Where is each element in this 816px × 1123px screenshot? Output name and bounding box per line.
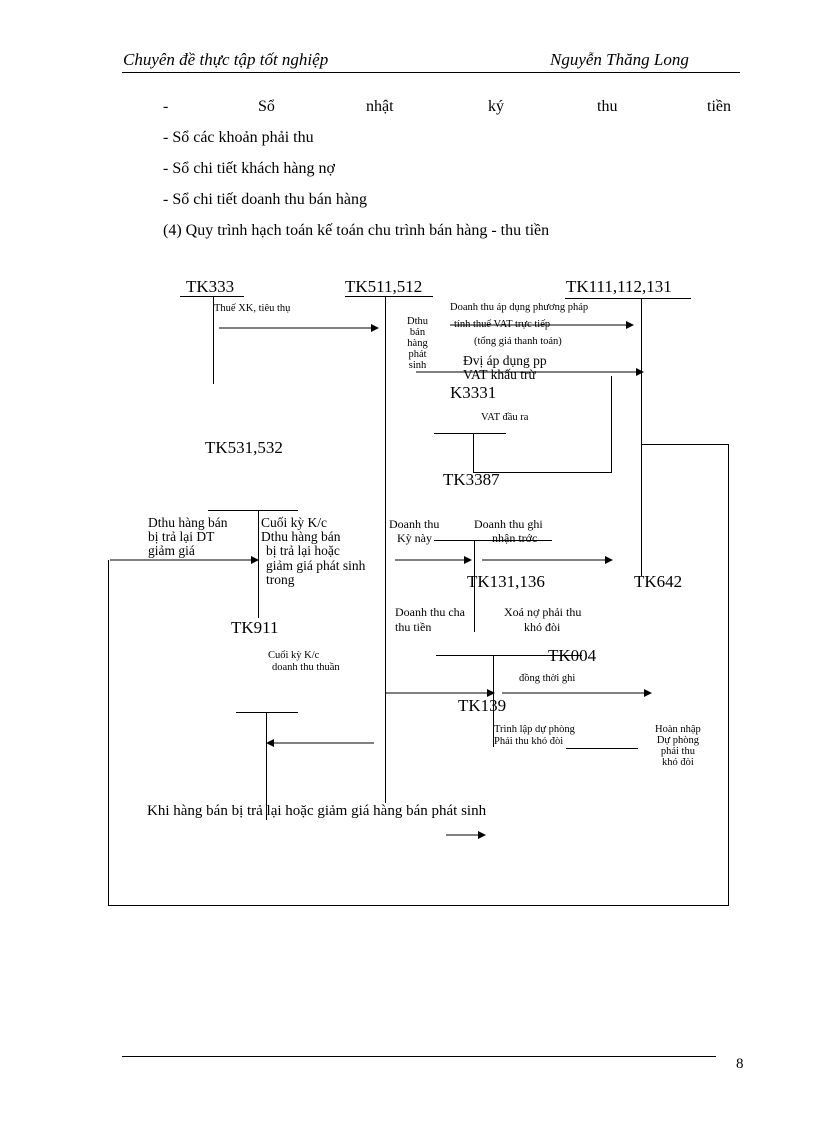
connector-line [108, 560, 109, 906]
label-line: Dự phòng [656, 735, 699, 747]
tk911-line [236, 712, 298, 713]
account-tk3387: TK3387 [443, 470, 500, 489]
label-line: Cuối kỳ K/c [261, 515, 327, 530]
header-author: Nguyễn Thăng Long [550, 50, 689, 69]
label-hoan-nhap: Hoàn nhập Dự phòng phải thu khó đòi [655, 724, 701, 768]
label-dthu-ban-hang: Dthu bán hàng phát sinh [407, 316, 428, 371]
account-tk139: TK139 [458, 696, 507, 715]
header-title: Chuyên đề thực tập tốt nghiệp [123, 50, 329, 69]
label-dt-chua: Doanh thu cha [395, 605, 465, 619]
label-line: Dthu hàng bán [261, 529, 341, 545]
label-cuoi-ky-kc: Cuối kỳ K/c Dthu hàng bán bị trả lại hoặ… [261, 515, 366, 587]
label-thue-xk: Thuế XK, tiêu thụ [214, 303, 291, 314]
account-tk911: TK911 [231, 618, 279, 637]
label-line: sinh [408, 360, 427, 372]
connector-line [611, 376, 612, 473]
tk3387-line [473, 433, 474, 473]
label-xoa-no: khó đòi [524, 620, 561, 634]
tk111-line [641, 298, 642, 576]
label-dthu-bi-tra: Dthu hàng bán bị trả lại DT giảm giá [148, 515, 228, 559]
label-trinh-lap: Phải thu khó đòi [494, 736, 564, 747]
list-item-word: Sổ [258, 98, 275, 115]
label-line: trong [266, 571, 295, 587]
connector-line [108, 905, 729, 906]
tk131-line [434, 540, 552, 541]
list-item: - Sổ các khoản phải thu [163, 129, 314, 146]
label-dvi-ap-dung: VAT khấu trừ [463, 367, 536, 382]
connector-line [728, 444, 729, 906]
tk139-line [436, 655, 582, 656]
label-line: Hoàn nhập [655, 724, 701, 735]
account-tk111: TK111,112,131 [566, 277, 672, 296]
label-line: Dthu [407, 316, 428, 327]
label-line: Dthu hàng bán [148, 515, 228, 530]
label-line: khó đòi [661, 757, 694, 769]
label-vat-dau-ra: VAT đầu ra [481, 412, 529, 423]
label-line: giảm giá phát sinh [266, 557, 366, 573]
tk131-line [474, 540, 475, 632]
label-dvi-ap-dung: Đvị áp dụng pp [463, 353, 547, 368]
label-line: hàng [407, 338, 428, 350]
tk511-line [345, 296, 433, 297]
label-dt-thu: Doanh thu [389, 517, 440, 531]
label-line: phải thu [660, 746, 695, 758]
label-line: bán [409, 327, 426, 339]
list-item-word: ký [488, 98, 504, 115]
label-xoa-no: Xoá nợ phải thu [504, 605, 582, 619]
label-dt-ap-dung: tính thuế VAT trực tiếp [454, 319, 551, 330]
header-rule [122, 72, 740, 73]
account-tk531: TK531,532 [205, 438, 283, 457]
tk531-line [208, 510, 298, 511]
tk111-line [565, 298, 691, 299]
list-item: - Sổ chi tiết khách hàng nợ [163, 160, 335, 177]
tk511-line [385, 296, 386, 803]
connector-line [566, 748, 638, 749]
tk333-line [213, 296, 214, 384]
tk911-line [266, 712, 267, 820]
label-dong-thoi: đồng thời ghi [519, 673, 576, 684]
list-item: - Sổ chi tiết doanh thu bán hàng [163, 191, 367, 208]
label-dt-ghi: Doanh thu ghi [474, 517, 543, 531]
label-dt-chua: thu tiền [395, 620, 432, 634]
list-item-dash: - [163, 98, 169, 115]
account-tk004: TK004 [548, 646, 597, 665]
label-line: bị trả lại DT [148, 529, 215, 545]
account-tk131: TK131,136 [467, 572, 545, 591]
tk139-line [493, 655, 494, 747]
page-number: 8 [736, 1056, 744, 1072]
label-kc-thuan: Cuối kỳ K/c [268, 650, 320, 661]
tk531-line [258, 510, 259, 618]
label-trinh-lap: Trình lập dự phòng [494, 724, 575, 735]
list-item-word: tiền [707, 98, 731, 115]
connector-line [641, 444, 729, 445]
account-tk511: TK511,512 [345, 277, 423, 296]
label-dt-ap-dung: (tổng giá thanh toán) [474, 336, 562, 347]
label-dt-ap-dung: Doanh thu áp dụng phương pháp [450, 302, 589, 313]
label-line: phát [408, 349, 427, 361]
connector-line [474, 472, 612, 473]
account-tk3331: K3331 [450, 383, 497, 402]
label-kc-thuan: doanh thu thuần [272, 662, 340, 673]
footer-rule [122, 1056, 716, 1057]
account-tk642: TK642 [634, 572, 683, 591]
tk333-line [180, 296, 244, 297]
list-item-word: nhật [366, 98, 394, 115]
section-heading: (4) Quy trình hạch toán kế toán chu trìn… [163, 222, 550, 239]
label-line: giảm giá [148, 543, 195, 559]
label-dt-thu: Kỳ này [397, 531, 432, 545]
label-khi-hang-ban: Khi hàng bán bị trả lại hoặc giảm giá hà… [147, 803, 487, 819]
account-tk333: TK333 [186, 277, 235, 296]
list-item-word: thu [597, 98, 618, 115]
label-dt-ghi: nhận trớc [492, 531, 538, 545]
tk3387-line [434, 433, 506, 434]
label-line: bị trả lại hoặc [266, 543, 340, 559]
